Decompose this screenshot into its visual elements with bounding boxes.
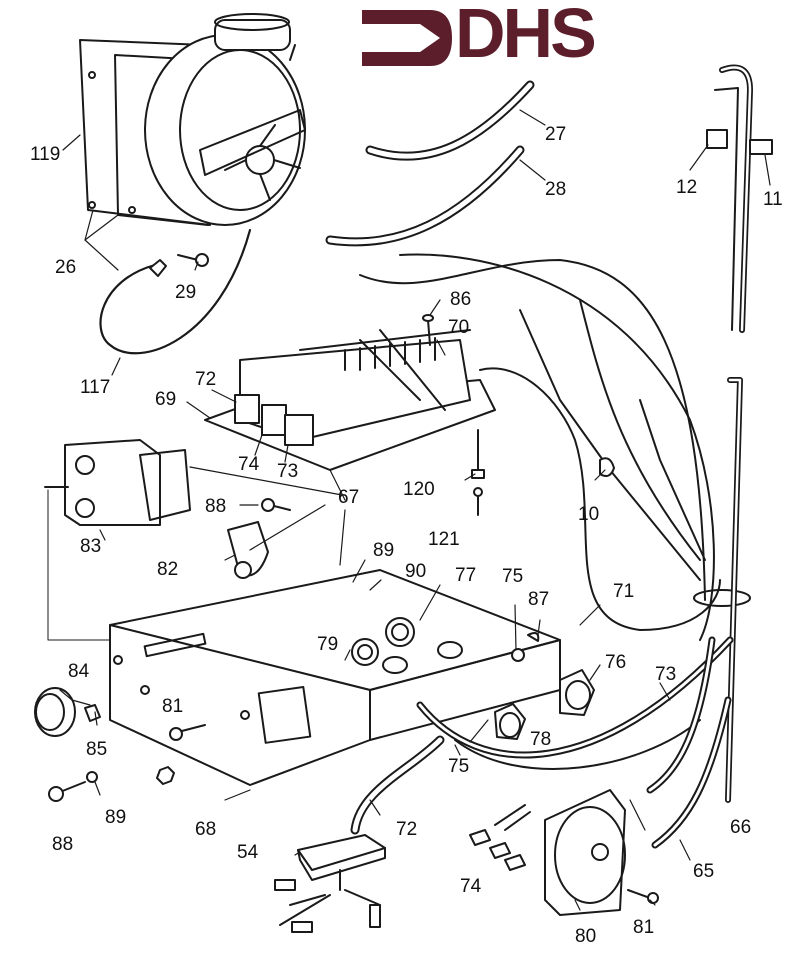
callout-70: 70 [448,317,470,338]
callout-75-bottom: 75 [448,756,470,777]
callout-73-cable: 73 [655,664,677,685]
callout-86: 86 [450,289,472,310]
callout-89-top: 89 [373,540,395,561]
callout-68: 68 [195,819,217,840]
callout-10: 10 [578,504,600,525]
callout-89-bottom: 89 [105,807,127,828]
callout-82: 82 [157,559,179,580]
fan-assembly [79,13,306,226]
callout-88-bottom: 88 [52,834,74,855]
callout-78: 78 [530,729,552,750]
callout-120: 120 [403,479,435,500]
callout-12: 12 [676,177,698,198]
control-box [109,569,561,786]
callout-76: 76 [605,652,627,673]
callout-11: 11 [763,189,783,210]
callout-83: 83 [80,536,102,557]
callout-75-top: 75 [502,566,524,587]
control-board [204,329,496,471]
callout-26: 26 [55,257,77,278]
callout-121: 121 [428,529,460,550]
callout-27: 27 [545,124,567,145]
callout-74-bottom: 74 [460,876,482,897]
callout-28: 28 [545,179,567,200]
callout-81-switch: 81 [633,917,655,938]
callout-66: 66 [730,817,752,838]
callout-72-cable: 72 [396,819,418,840]
callout-65: 65 [693,861,715,882]
callout-72-board: 72 [195,369,217,390]
callout-119: 119 [30,144,61,165]
callout-54: 54 [237,842,259,863]
callout-74-board: 74 [238,454,260,475]
callout-71: 71 [613,581,635,602]
callout-73-board: 73 [277,461,299,482]
callout-80: 80 [575,926,597,947]
callout-29: 29 [175,282,197,303]
callout-77: 77 [455,565,477,586]
callout-81-box: 81 [162,696,184,717]
thermostat [44,439,191,526]
callout-85: 85 [86,739,108,760]
brand-logo-text: DHS [455,0,597,72]
callout-117: 117 [80,377,111,398]
callout-87: 87 [528,589,550,610]
callout-67: 67 [338,487,360,508]
pressure-switch [544,789,626,916]
callout-79: 79 [317,634,339,655]
callout-88-top: 88 [205,496,227,517]
callout-69: 69 [155,389,177,410]
callout-84: 84 [68,661,90,682]
callout-90: 90 [405,561,427,582]
